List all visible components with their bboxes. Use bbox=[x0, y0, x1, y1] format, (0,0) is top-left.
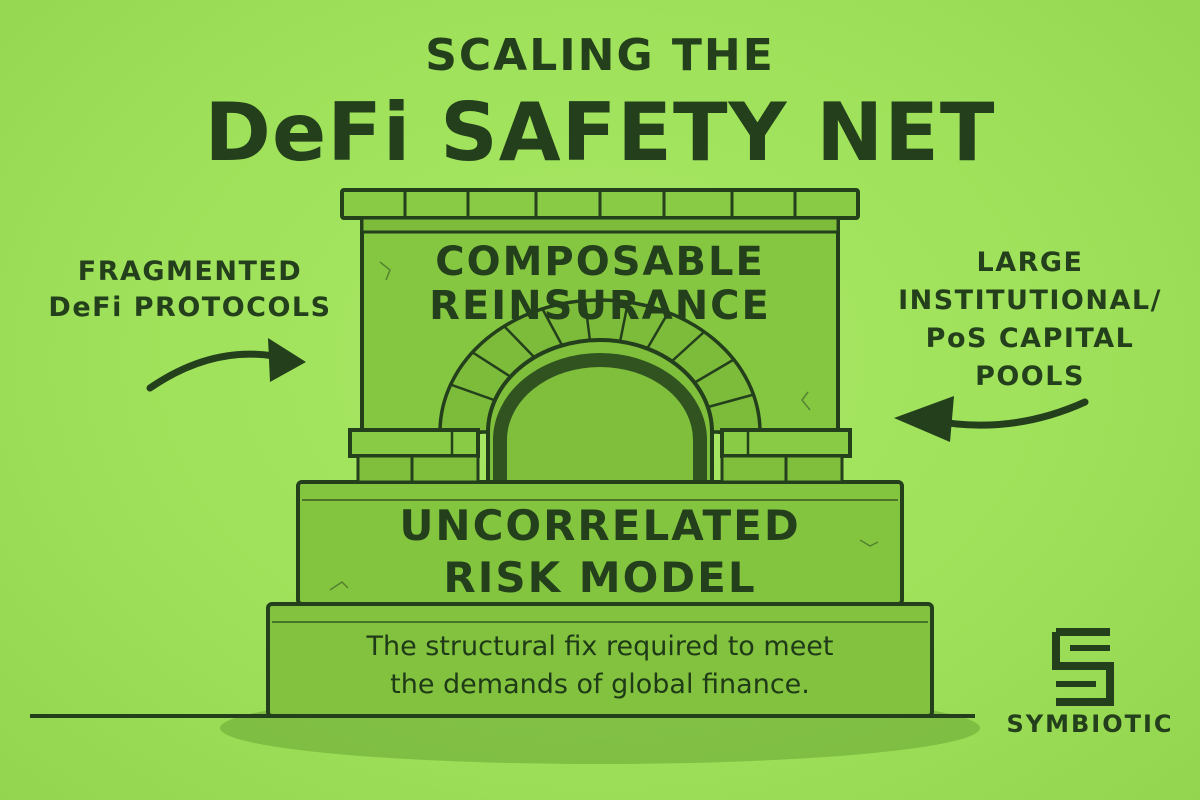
right-label-line: PoS CAPITAL bbox=[925, 323, 1135, 354]
foundation-label-line: RISK MODEL bbox=[443, 553, 757, 602]
arch-label-line: REINSURANCE bbox=[429, 283, 771, 329]
foundation-label-line: UNCORRELATED bbox=[399, 501, 801, 550]
left-arrow-icon bbox=[146, 338, 306, 392]
page-title: DeFi SAFETY NET bbox=[204, 86, 996, 179]
right-label-line: LARGE bbox=[976, 247, 1084, 278]
foundation-label: UNCORRELATED RISK MODEL bbox=[300, 500, 900, 604]
right-arrow-icon bbox=[894, 396, 1089, 442]
left-pillar-cap bbox=[348, 428, 480, 458]
base-caption-line: the demands of global finance. bbox=[390, 669, 810, 700]
left-label-line: DeFi PROTOCOLS bbox=[48, 292, 332, 323]
arch-label-line: COMPOSABLE bbox=[435, 239, 765, 285]
base-caption: The structural fix required to meet the … bbox=[270, 628, 930, 704]
symbiotic-logo-icon bbox=[1052, 628, 1114, 706]
left-label: FRAGMENTED DeFi PROTOCOLS bbox=[40, 254, 340, 326]
right-label: LARGE INSTITUTIONAL/ PoS CAPITAL POOLS bbox=[880, 244, 1180, 396]
arch-label: COMPOSABLE REINSURANCE bbox=[360, 240, 840, 328]
right-label-line: POOLS bbox=[975, 361, 1085, 392]
right-pillar-cap bbox=[720, 428, 852, 458]
right-label-line: INSTITUTIONAL/ bbox=[898, 285, 1162, 316]
base-caption-line: The structural fix required to meet bbox=[366, 631, 834, 662]
subtitle: SCALING THE bbox=[425, 30, 775, 81]
left-label-line: FRAGMENTED bbox=[77, 256, 303, 287]
brand-name: SYMBIOTIC bbox=[1006, 710, 1174, 738]
